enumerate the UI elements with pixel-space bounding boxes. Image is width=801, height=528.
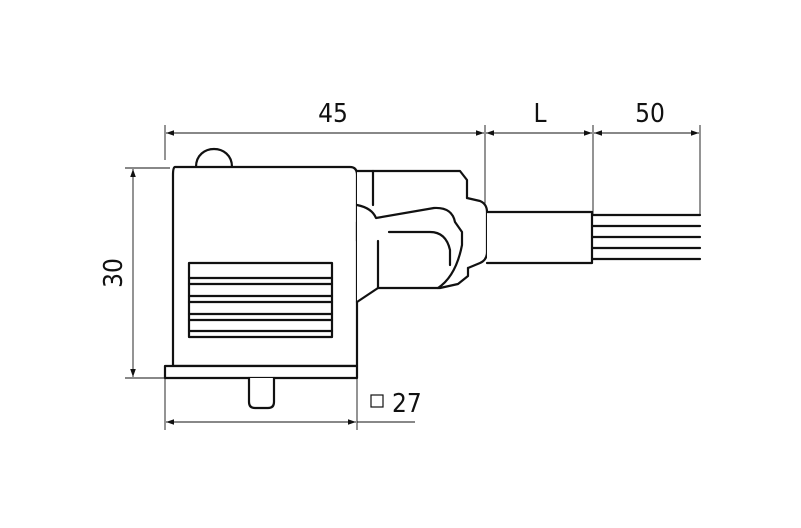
bottom-pin [247, 376, 276, 410]
coupling-housing [355, 169, 478, 304]
vent-grille [187, 261, 334, 339]
dim-label-27: 27 [392, 389, 422, 419]
dim-label-l: L [533, 99, 546, 129]
cable [485, 210, 594, 265]
square-symbol-icon [370, 394, 384, 408]
dim-label-30: 30 [99, 258, 129, 288]
cable-gland [465, 196, 489, 270]
dimension-lines [125, 125, 701, 430]
dim-label-50: 50 [635, 99, 665, 129]
housing-flange [163, 364, 359, 380]
screw-knob [194, 147, 234, 169]
dim-label-45: 45 [318, 99, 348, 129]
connector-body [163, 147, 702, 410]
stripped-wires [590, 213, 702, 261]
